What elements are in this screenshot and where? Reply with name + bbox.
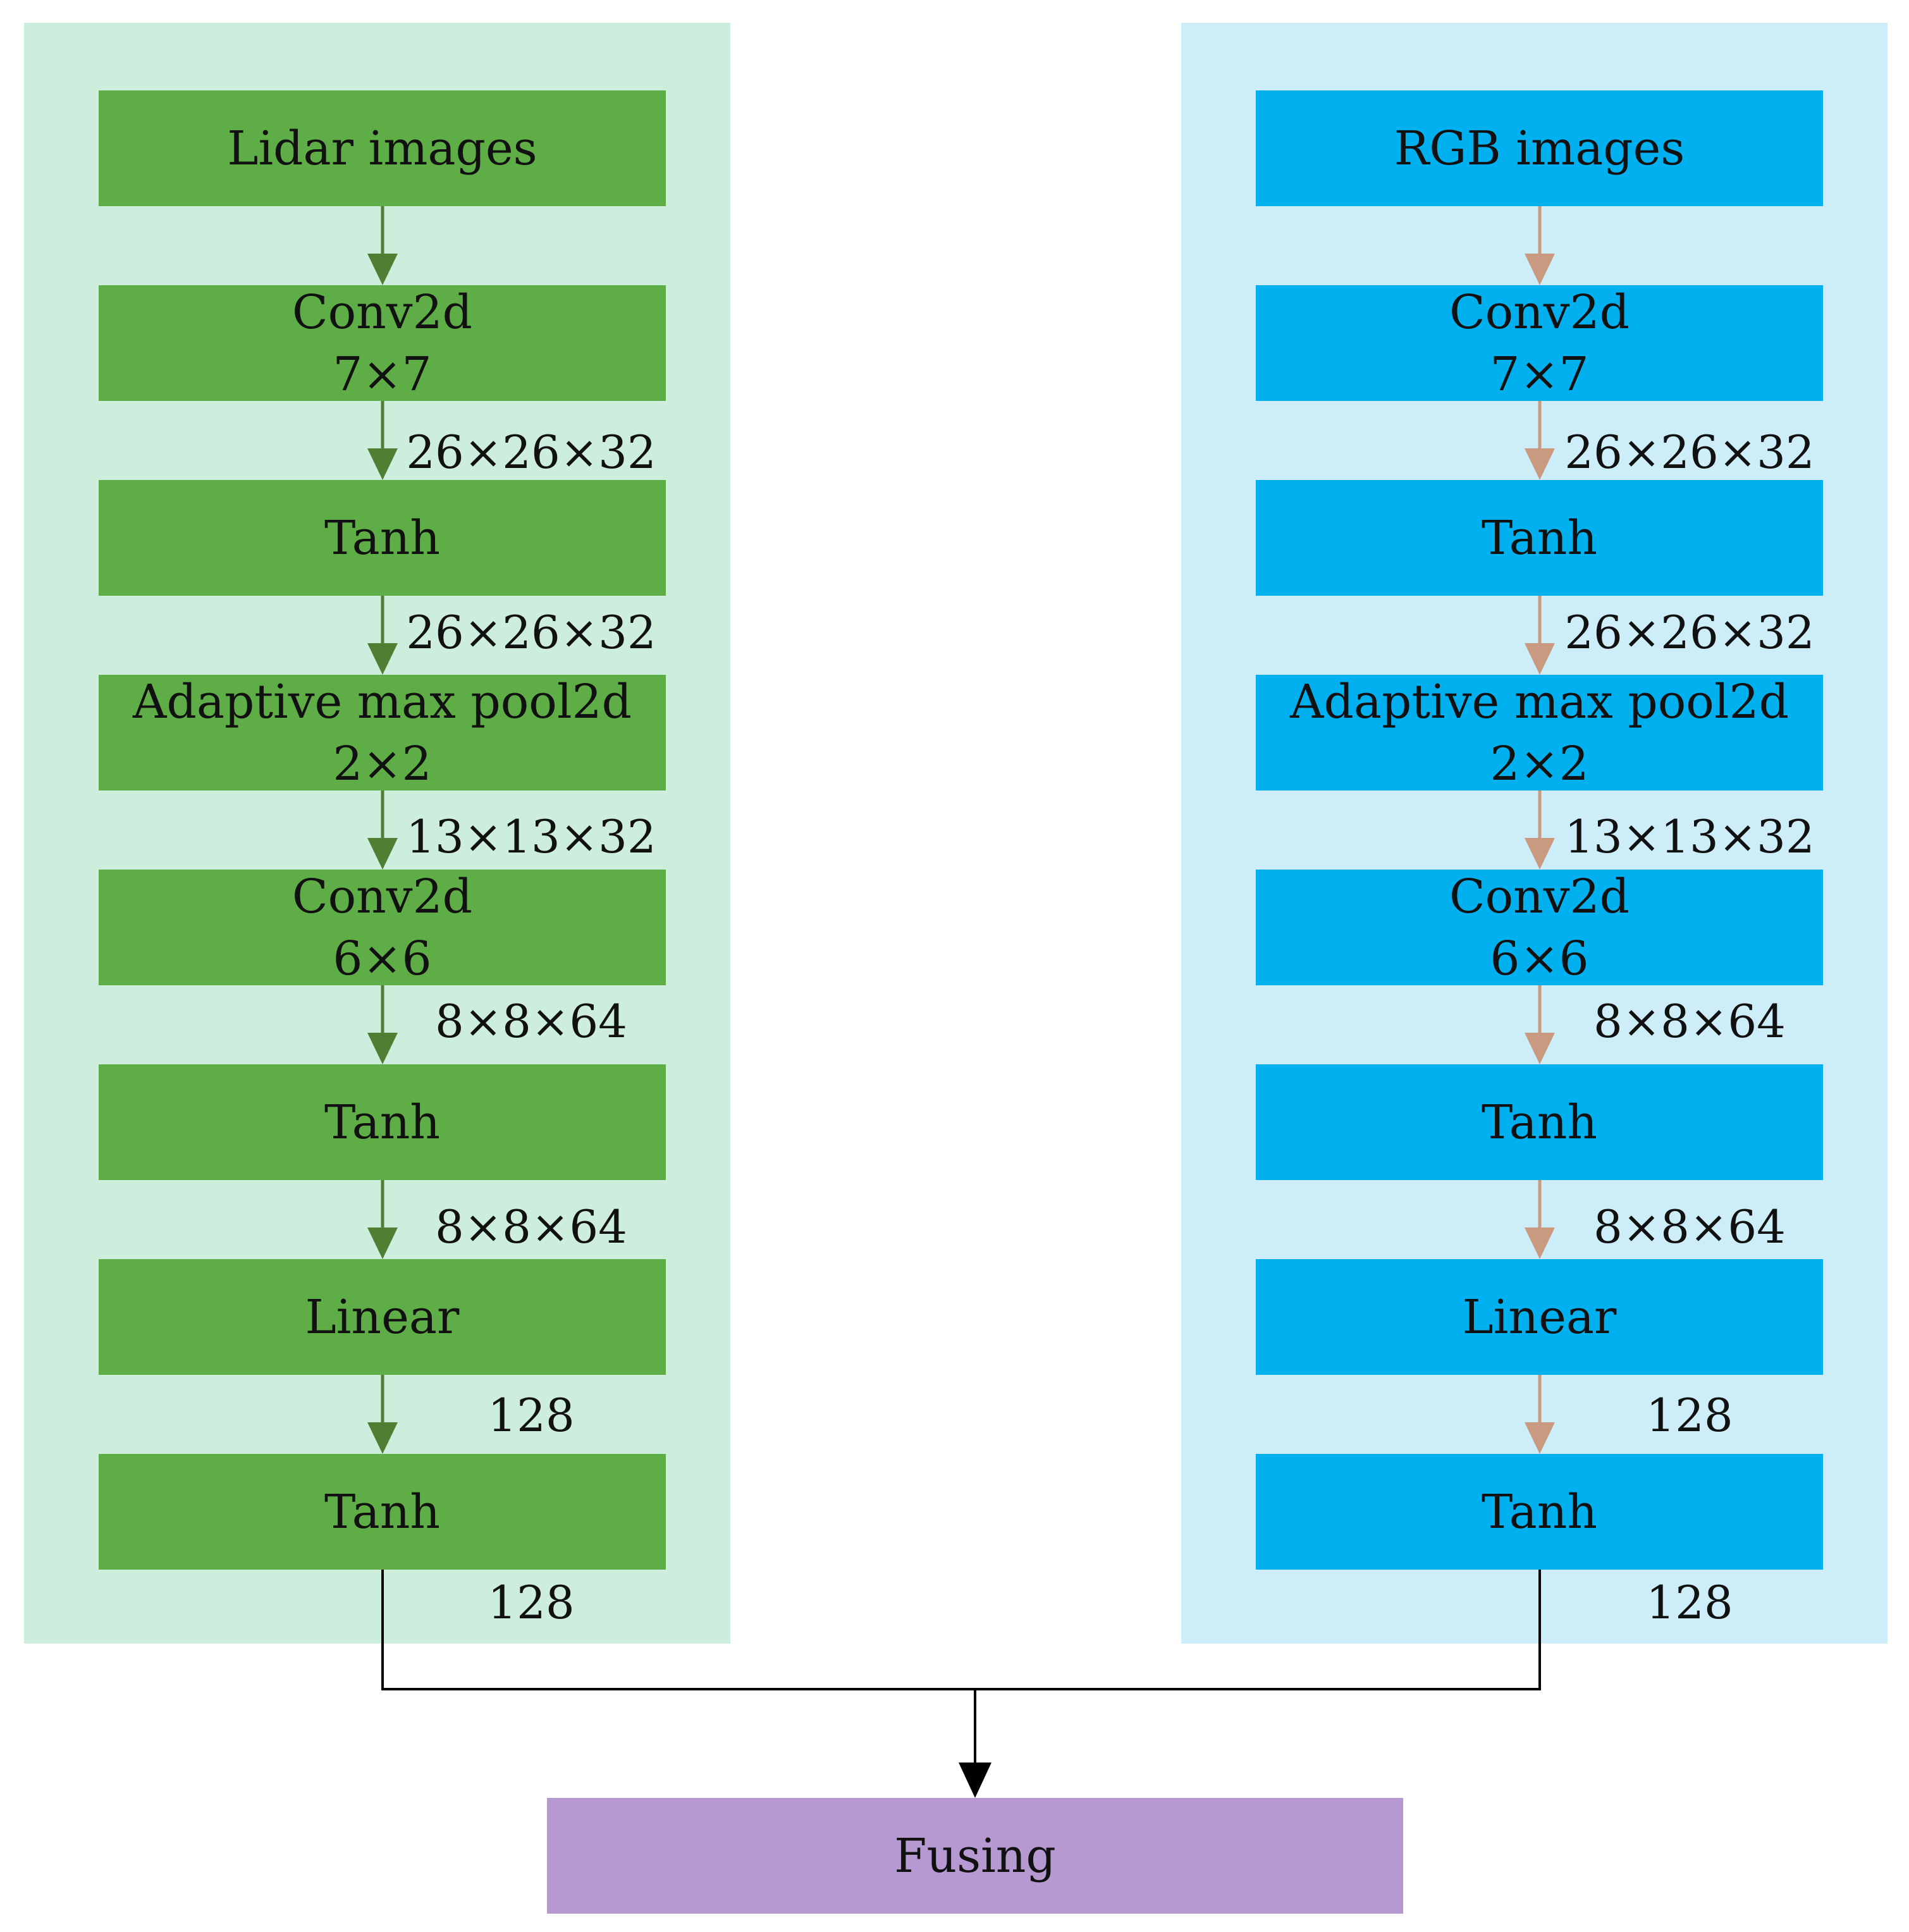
block-label: Tanh bbox=[324, 1484, 441, 1539]
tanh-block: Tanh bbox=[1256, 1454, 1823, 1570]
block-label: Linear bbox=[1462, 1289, 1617, 1344]
block-label: Conv2d bbox=[292, 869, 473, 924]
arrow-head-icon bbox=[367, 643, 398, 675]
adaptive-max-pool2d-block: Adaptive max pool2d 2×2 bbox=[99, 675, 666, 791]
tensor-shape-label: 128 bbox=[488, 1576, 575, 1629]
fusing-block: Fusing bbox=[547, 1798, 1403, 1914]
conv2d-6x6-block: Conv2d 6×6 bbox=[99, 870, 666, 986]
tensor-shape-label: 8×8×64 bbox=[435, 1200, 627, 1253]
tanh-block: Tanh bbox=[99, 1454, 666, 1570]
block-label: Tanh bbox=[324, 1095, 441, 1150]
merge-connector bbox=[381, 1570, 1541, 1690]
tanh-block: Tanh bbox=[1256, 480, 1823, 596]
block-sublabel: 6×6 bbox=[333, 931, 432, 986]
tanh-block: Tanh bbox=[99, 480, 666, 596]
block-label: Conv2d bbox=[292, 285, 473, 340]
arrow-head-icon bbox=[1525, 448, 1555, 480]
block-label: Lidar images bbox=[227, 121, 537, 176]
block-sublabel: 6×6 bbox=[1490, 931, 1589, 986]
arrow-head-icon bbox=[1525, 254, 1555, 285]
linear-block: Linear bbox=[1256, 1259, 1823, 1375]
block-sublabel: 7×7 bbox=[1490, 347, 1589, 402]
tensor-shape-label: 13×13×32 bbox=[1564, 810, 1815, 863]
block-label: Tanh bbox=[1481, 1484, 1598, 1539]
tensor-shape-label: 8×8×64 bbox=[1593, 995, 1786, 1048]
lidar-images-block: Lidar images bbox=[99, 90, 666, 206]
arrow-head-icon bbox=[1525, 1227, 1555, 1259]
tensor-shape-label: 26×26×32 bbox=[406, 606, 656, 659]
block-label: Fusing bbox=[894, 1828, 1056, 1883]
tensor-shape-label: 26×26×32 bbox=[1564, 606, 1815, 659]
tensor-shape-label: 8×8×64 bbox=[435, 995, 627, 1048]
block-label: Linear bbox=[305, 1289, 460, 1344]
block-sublabel: 7×7 bbox=[333, 347, 432, 402]
block-sublabel: 2×2 bbox=[1490, 736, 1589, 791]
block-label: Adaptive max pool2d bbox=[133, 674, 632, 729]
tensor-shape-label: 8×8×64 bbox=[1593, 1200, 1786, 1253]
conv2d-7x7-block: Conv2d 7×7 bbox=[99, 285, 666, 402]
arrow-head-icon bbox=[367, 1227, 398, 1259]
block-sublabel: 2×2 bbox=[333, 736, 432, 791]
arrow-head-icon bbox=[367, 1033, 398, 1064]
block-label: Conv2d bbox=[1449, 869, 1630, 924]
arrow-head-icon bbox=[959, 1763, 991, 1798]
arrow-head-icon bbox=[1525, 838, 1555, 870]
tensor-shape-label: 128 bbox=[488, 1389, 575, 1442]
arrow-head-icon bbox=[1525, 1422, 1555, 1454]
conv2d-7x7-block: Conv2d 7×7 bbox=[1256, 285, 1823, 402]
arrow-head-icon bbox=[1525, 643, 1555, 675]
adaptive-max-pool2d-block: Adaptive max pool2d 2×2 bbox=[1256, 675, 1823, 791]
arrow-head-icon bbox=[367, 448, 398, 480]
block-label: Tanh bbox=[1481, 510, 1598, 565]
tensor-shape-label: 128 bbox=[1646, 1576, 1733, 1629]
arrow-head-icon bbox=[367, 254, 398, 285]
arrow-head-icon bbox=[1525, 1033, 1555, 1064]
arrow-head-icon bbox=[367, 1422, 398, 1454]
tensor-shape-label: 26×26×32 bbox=[406, 426, 656, 479]
tensor-shape-label: 26×26×32 bbox=[1564, 426, 1815, 479]
block-label: RGB images bbox=[1394, 121, 1685, 176]
conv2d-6x6-block: Conv2d 6×6 bbox=[1256, 870, 1823, 986]
arrow-head-icon bbox=[367, 838, 398, 870]
tensor-shape-label: 128 bbox=[1646, 1389, 1733, 1442]
block-label: Adaptive max pool2d bbox=[1290, 674, 1789, 729]
tensor-shape-label: 13×13×32 bbox=[406, 810, 656, 863]
tanh-block: Tanh bbox=[1256, 1064, 1823, 1180]
tanh-block: Tanh bbox=[99, 1064, 666, 1180]
block-label: Tanh bbox=[324, 510, 441, 565]
linear-block: Linear bbox=[99, 1259, 666, 1375]
rgb-images-block: RGB images bbox=[1256, 90, 1823, 206]
block-label: Conv2d bbox=[1449, 285, 1630, 340]
block-label: Tanh bbox=[1481, 1095, 1598, 1150]
